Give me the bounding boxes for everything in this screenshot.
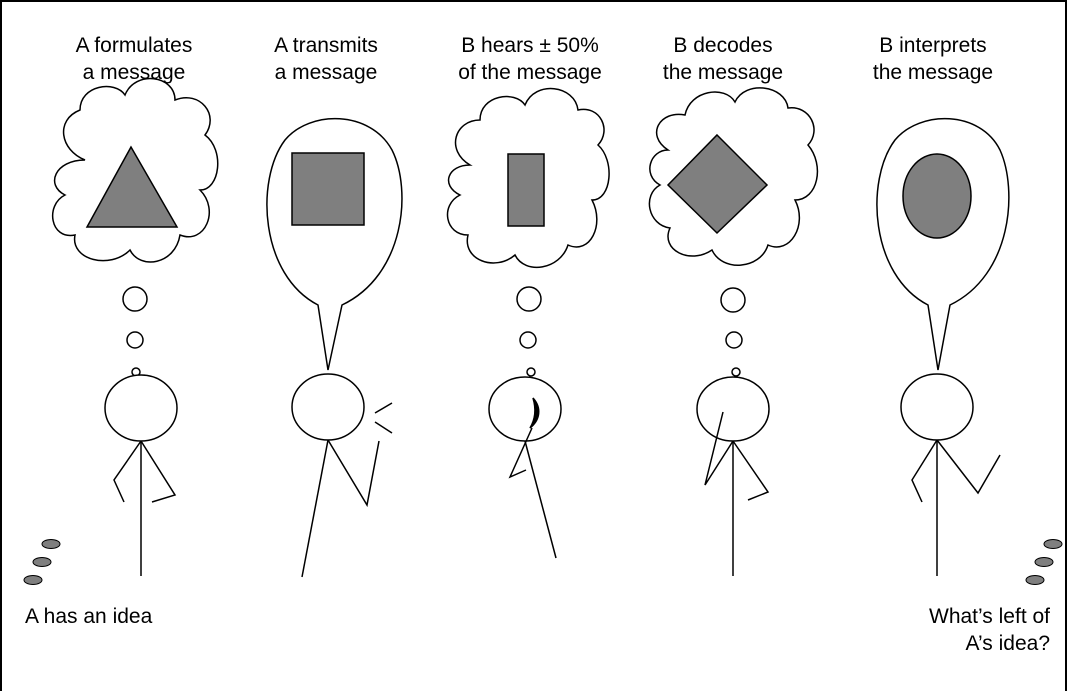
- head: [900, 373, 974, 441]
- circle-shape: [902, 153, 972, 239]
- caption-line-2: a message: [82, 61, 186, 84]
- step-caption-3: B hears ± 50% of the message: [435, 32, 625, 86]
- left-caption: A has an idea: [25, 605, 153, 628]
- head: [488, 376, 562, 442]
- caption-line-1: B decodes: [673, 34, 773, 57]
- diamond-shape: [666, 133, 769, 235]
- step-caption-1: A formulates a message: [49, 32, 219, 86]
- dot-3: [23, 575, 43, 585]
- dot-3: [1025, 575, 1045, 585]
- body: [524, 440, 557, 559]
- caption-line-1: B interprets: [879, 34, 987, 57]
- thought-cloud-3: [446, 88, 610, 269]
- thought-bubble-medium: [725, 331, 743, 349]
- step-caption-5: B interprets the message: [848, 32, 1018, 86]
- ellipsis-right: [1025, 539, 1063, 585]
- head: [291, 373, 365, 441]
- speech-balloon-2: [266, 117, 403, 371]
- arm: [508, 427, 533, 479]
- stick-figure-3: [488, 376, 562, 559]
- square-shape: [291, 152, 365, 226]
- caption-line-1: B hears ± 50%: [461, 34, 599, 57]
- dot-1: [41, 539, 61, 549]
- thought-bubble-large: [122, 286, 148, 312]
- step-caption-4: B decodes the message: [638, 32, 808, 86]
- stick-figure-2: [291, 373, 393, 578]
- caption-line-2: of the message: [458, 61, 602, 84]
- rectangle-shape: [507, 153, 545, 227]
- thought-cloud-4: [648, 87, 819, 266]
- thought-bubble-small: [731, 367, 741, 377]
- left-arm: [704, 411, 734, 486]
- head: [696, 376, 770, 442]
- dot-1: [1043, 539, 1063, 549]
- thought-bubble-large: [720, 287, 746, 313]
- right-caption: What’s left of A’s idea?: [929, 603, 1050, 657]
- thought-bubble-large: [516, 286, 542, 312]
- caption-line-2: the message: [662, 61, 784, 84]
- stick-figure-5: [900, 373, 1001, 576]
- step-caption-2: A transmits a message: [241, 32, 411, 86]
- caption-line-2: a message: [274, 61, 378, 84]
- caption-line-2: the message: [872, 61, 994, 84]
- caption-line-1: A transmits: [274, 34, 378, 57]
- stick-figure-4: [696, 376, 770, 576]
- right-arm: [140, 440, 177, 503]
- thought-bubble-medium: [126, 331, 144, 349]
- ellipsis-left: [23, 539, 61, 585]
- speech-balloon-5: [876, 118, 1010, 371]
- stick-figure-1: [104, 374, 178, 576]
- caption-line-1: A formulates: [75, 34, 193, 57]
- speech-line-upper: [374, 402, 393, 414]
- dot-2: [32, 557, 52, 567]
- triangle-shape: [85, 145, 179, 228]
- dot-2: [1034, 557, 1054, 567]
- left-arm: [911, 439, 938, 503]
- right-arm: [936, 439, 1001, 495]
- thought-bubble-medium: [519, 331, 537, 349]
- ear-mark: [529, 397, 540, 429]
- thought-bubble-small: [526, 367, 536, 377]
- arms: [327, 439, 380, 508]
- thought-cloud-1: [51, 78, 219, 263]
- right-arm: [732, 440, 770, 501]
- right-caption-line-2: A’s idea?: [965, 632, 1050, 655]
- right-caption-line-1: What’s left of: [929, 605, 1050, 628]
- left-arm: [113, 440, 142, 503]
- speech-line-lower: [374, 421, 393, 434]
- body: [301, 439, 329, 578]
- head: [104, 374, 178, 442]
